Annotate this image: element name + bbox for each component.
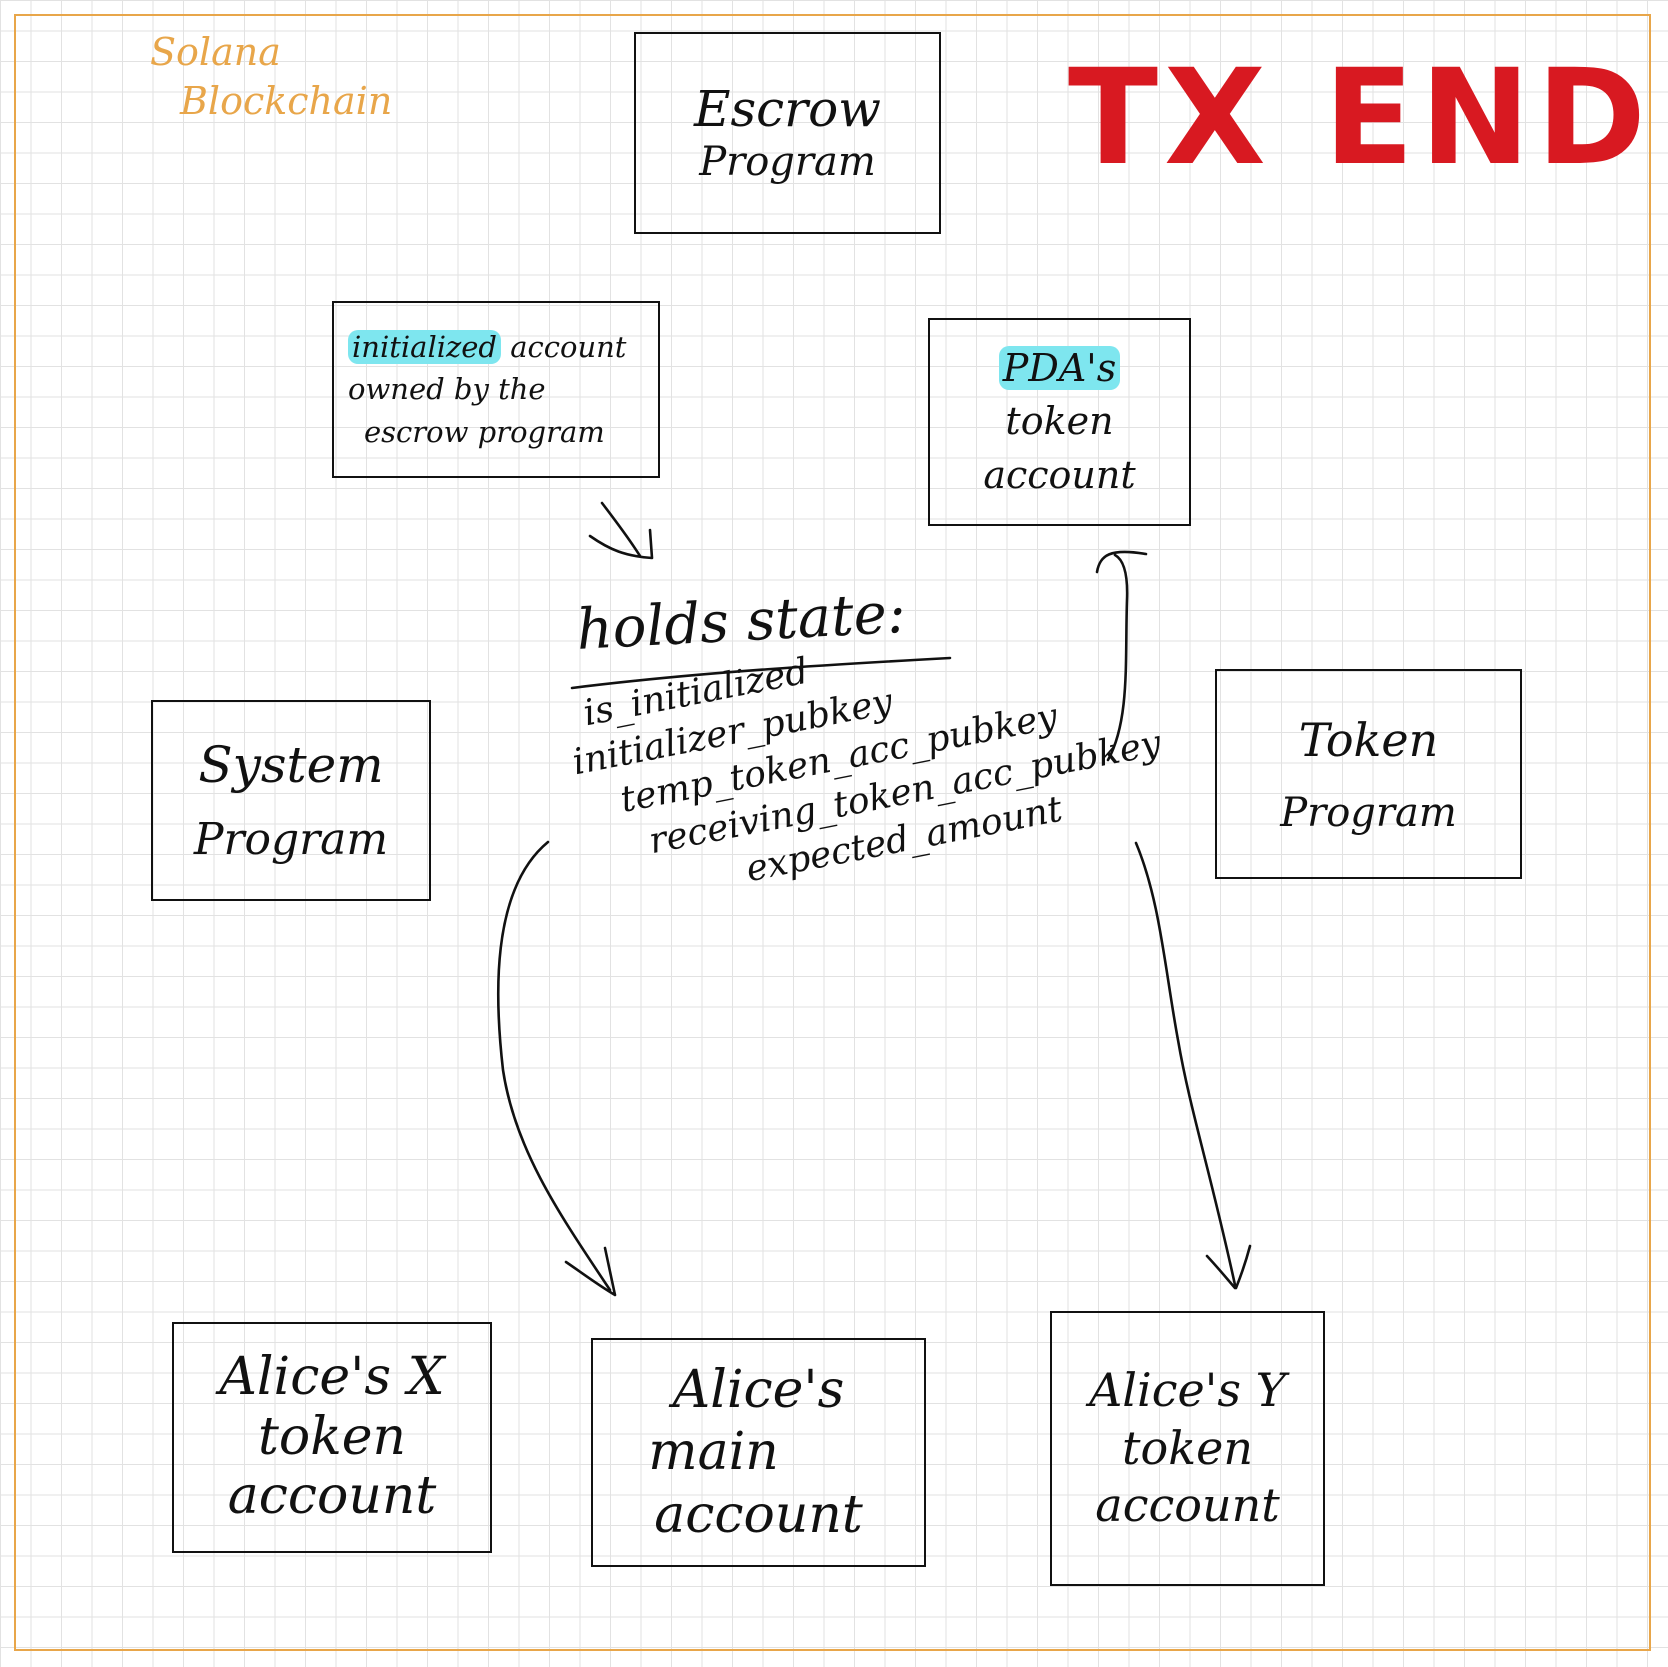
alice-y-line2: token [1122, 1420, 1253, 1475]
page-title: TX END [1068, 41, 1652, 195]
alice-main-account-box: Alice's main account [591, 1338, 926, 1567]
escrow-program-line2: Program [699, 138, 876, 185]
initialized-account-line3: escrow program [364, 414, 605, 449]
heading-underline [570, 656, 952, 690]
arrow-state-to-alice-y [1134, 841, 1237, 1287]
alice-x-token-account-box: Alice's X token account [172, 1322, 492, 1553]
pda-line2: token [1005, 399, 1114, 444]
alice-main-line3: account [654, 1484, 863, 1545]
alice-main-line1: Alice's [672, 1359, 845, 1420]
alice-y-token-account-box: Alice's Y token account [1050, 1311, 1325, 1586]
alice-x-line1: Alice's X [219, 1346, 445, 1407]
canvas-frame [14, 14, 1651, 1651]
arrow-state-to-alice-main [496, 840, 612, 1292]
system-program-line2: Program [193, 814, 389, 866]
pda-line1: PDA's [998, 342, 1121, 395]
arrowhead-state-to-pda [1095, 550, 1148, 574]
initialized-account-rest: account [501, 330, 627, 365]
alice-y-line3: account [1095, 1478, 1280, 1533]
arrowhead-init-to-state [588, 528, 654, 560]
system-program-box: System Program [151, 700, 431, 901]
initialized-highlight: initialized [348, 330, 501, 365]
pda-highlight: PDA's [998, 346, 1121, 391]
corner-label-line2: Blockchain [180, 79, 393, 124]
arrow-state-to-pda [1106, 553, 1129, 762]
token-program-line2: Program [1280, 790, 1457, 837]
corner-label-line1: Solana [150, 30, 281, 74]
alice-y-line1: Alice's Y [1089, 1363, 1286, 1418]
escrow-program-line1: Escrow [694, 80, 881, 139]
arrowhead-state-to-alice-main [564, 1246, 617, 1297]
alice-x-line2: token [258, 1406, 406, 1467]
escrow-program-box: Escrow Program [634, 32, 941, 234]
pda-token-account-box: PDA's token account [928, 318, 1191, 526]
pda-line3: account [983, 452, 1136, 497]
initialized-account-box: initialized account owned by the escrow … [332, 301, 660, 478]
alice-x-line3: account [227, 1466, 437, 1527]
initialized-account-line1: initialized account [348, 326, 626, 368]
token-program-box: Token Program [1215, 669, 1522, 879]
token-program-line1: Token [1298, 712, 1439, 767]
system-program-line1: System [198, 736, 384, 795]
initialized-account-line2: owned by the [348, 372, 546, 407]
arrowhead-state-to-alice-y [1205, 1244, 1252, 1290]
alice-main-line2: main [648, 1422, 779, 1483]
arrow-init-to-state [600, 501, 642, 558]
corner-label: Solana Blockchain [150, 28, 392, 127]
